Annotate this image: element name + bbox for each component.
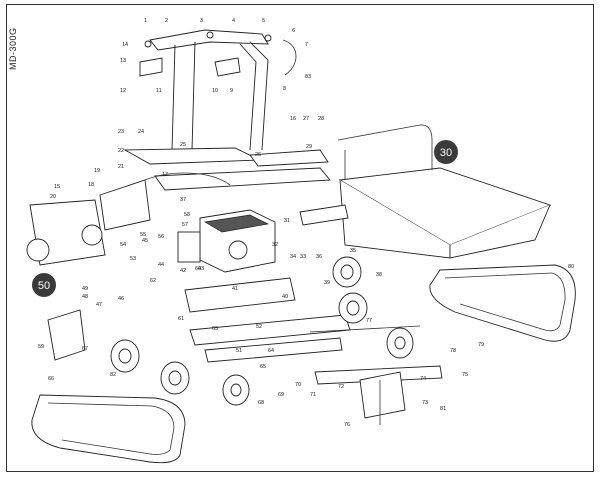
callout-41: 41 bbox=[232, 286, 238, 292]
callout-42: 42 bbox=[180, 268, 186, 274]
rubber-track-left bbox=[31, 394, 186, 464]
callout-26: 26 bbox=[255, 152, 261, 158]
handlebar-assembly bbox=[139, 29, 297, 151]
callout-48: 48 bbox=[82, 294, 88, 300]
callout-68: 68 bbox=[258, 400, 264, 406]
callout-14: 14 bbox=[122, 42, 128, 48]
callout-61: 61 bbox=[178, 316, 184, 322]
callout-77: 77 bbox=[366, 318, 372, 324]
callout-27: 27 bbox=[303, 116, 309, 122]
mount-plates bbox=[123, 147, 331, 191]
callout-18: 18 bbox=[88, 182, 94, 188]
callout-40: 40 bbox=[282, 294, 288, 300]
callout-53: 53 bbox=[130, 256, 136, 262]
callout-5: 5 bbox=[262, 18, 265, 24]
svg-text:50: 50 bbox=[38, 280, 50, 292]
callout-12: 12 bbox=[120, 88, 126, 94]
callout-46: 46 bbox=[118, 296, 124, 302]
callout-82: 82 bbox=[110, 372, 116, 378]
callout-11: 11 bbox=[156, 88, 162, 94]
transmission bbox=[26, 172, 231, 361]
rollers bbox=[110, 256, 414, 406]
callout-36: 36 bbox=[316, 254, 322, 260]
callout-59: 59 bbox=[38, 344, 44, 350]
callout-16: 16 bbox=[290, 116, 296, 122]
callout-56: 56 bbox=[158, 234, 164, 240]
callout-79: 79 bbox=[478, 342, 484, 348]
lift-bracket bbox=[359, 371, 406, 425]
callout-28: 28 bbox=[318, 116, 324, 122]
callout-54: 54 bbox=[120, 242, 126, 248]
callout-34: 34 bbox=[290, 254, 296, 260]
badge-transmission: 50 bbox=[32, 273, 56, 297]
callout-17: 17 bbox=[162, 172, 168, 178]
callout-2: 2 bbox=[165, 18, 168, 24]
callout-64: 64 bbox=[268, 348, 274, 354]
callout-83: 83 bbox=[305, 74, 311, 80]
callout-62: 62 bbox=[150, 278, 156, 284]
callout-73: 73 bbox=[422, 400, 428, 406]
callout-75: 75 bbox=[462, 372, 468, 378]
rubber-track-right bbox=[429, 264, 576, 342]
callout-15: 15 bbox=[54, 184, 60, 190]
callout-45: 45 bbox=[142, 238, 148, 244]
callout-13: 13 bbox=[120, 58, 126, 64]
dump-bed bbox=[299, 124, 552, 259]
callout-70: 70 bbox=[295, 382, 301, 388]
callout-39: 39 bbox=[324, 280, 330, 286]
callout-23: 23 bbox=[118, 129, 124, 135]
callout-43: 43 bbox=[198, 266, 204, 272]
callout-21: 21 bbox=[118, 164, 124, 170]
callout-67: 67 bbox=[82, 346, 88, 352]
callout-72: 72 bbox=[338, 384, 344, 390]
callout-8: 8 bbox=[283, 86, 286, 92]
callout-63: 63 bbox=[212, 326, 218, 332]
callout-69: 69 bbox=[278, 392, 284, 398]
callout-74: 74 bbox=[420, 376, 426, 382]
callout-37: 37 bbox=[180, 197, 186, 203]
callout-76: 76 bbox=[344, 422, 350, 428]
callout-24: 24 bbox=[138, 129, 144, 135]
callout-51: 51 bbox=[236, 348, 242, 354]
callout-60: 60 bbox=[195, 266, 201, 272]
callout-32: 32 bbox=[272, 242, 278, 248]
callout-25: 25 bbox=[180, 142, 186, 148]
engine bbox=[177, 209, 276, 273]
callout-3: 3 bbox=[200, 18, 203, 24]
callout-57: 57 bbox=[182, 222, 188, 228]
callout-78: 78 bbox=[450, 348, 456, 354]
callout-22: 22 bbox=[118, 148, 124, 154]
callout-55: 55 bbox=[140, 232, 146, 238]
callout-81: 81 bbox=[440, 406, 446, 412]
callout-71: 71 bbox=[310, 392, 316, 398]
callout-1: 1 bbox=[144, 18, 147, 24]
callout-52: 52 bbox=[256, 324, 262, 330]
callout-47: 47 bbox=[96, 302, 102, 308]
svg-text:30: 30 bbox=[440, 147, 452, 159]
callout-49: 49 bbox=[82, 286, 88, 292]
callout-10: 10 bbox=[212, 88, 218, 94]
callout-4: 4 bbox=[232, 18, 235, 24]
callout-80: 80 bbox=[568, 264, 574, 270]
callout-33: 33 bbox=[300, 254, 306, 260]
callout-6: 6 bbox=[292, 28, 295, 34]
callout-7: 7 bbox=[305, 42, 308, 48]
badge-dump-bed: 30 bbox=[434, 140, 458, 164]
callout-65: 65 bbox=[260, 364, 266, 370]
callout-31: 31 bbox=[284, 218, 290, 224]
callout-38: 38 bbox=[376, 272, 382, 278]
callout-44: 44 bbox=[158, 262, 164, 268]
callout-58: 58 bbox=[184, 212, 190, 218]
callout-20: 20 bbox=[50, 194, 56, 200]
callout-35: 35 bbox=[350, 248, 356, 254]
callout-9: 9 bbox=[230, 88, 233, 94]
callout-19: 19 bbox=[94, 168, 100, 174]
chassis bbox=[184, 277, 443, 385]
callout-66: 66 bbox=[48, 376, 54, 382]
callout-29: 29 bbox=[306, 144, 312, 150]
